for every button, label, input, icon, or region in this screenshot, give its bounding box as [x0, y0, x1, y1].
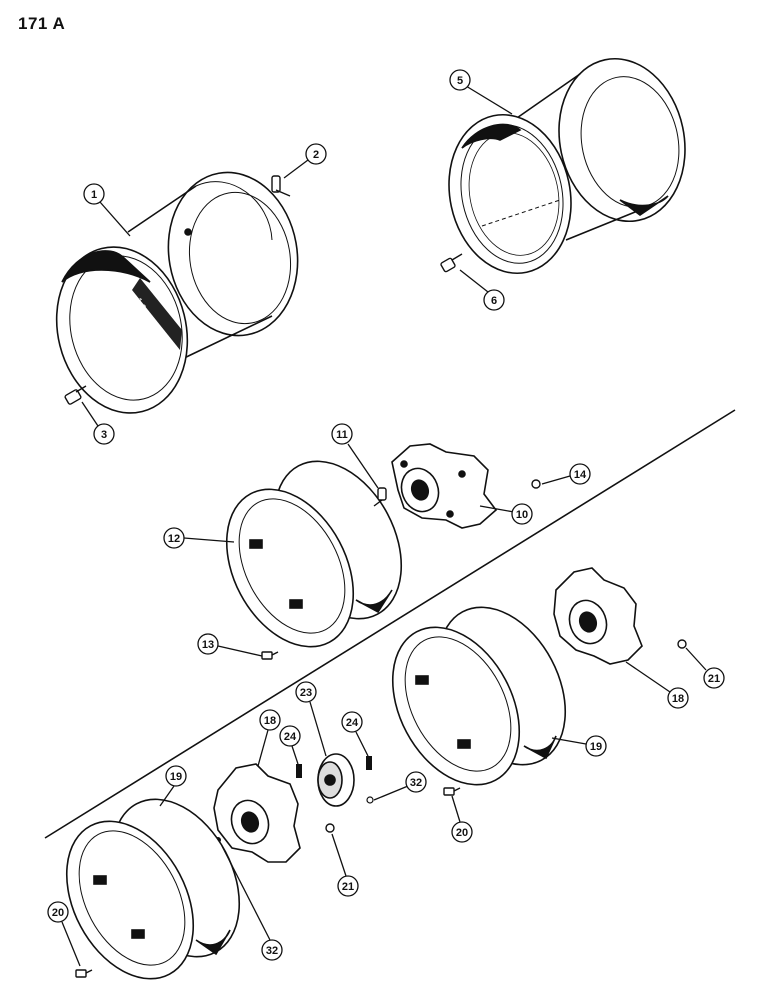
svg-text:13: 13: [202, 639, 214, 651]
callout-3: 3: [81, 401, 115, 445]
hub-23: [317, 753, 355, 807]
rim-band-19-lower: [65, 798, 241, 980]
callout-24-left: 24: [279, 725, 301, 765]
svg-text:12: 12: [168, 533, 180, 545]
bolt-3: [64, 385, 87, 405]
callout-10: 10: [479, 503, 533, 525]
wheel-rim-1: 1 0 5: [55, 171, 299, 414]
callout-11: 11: [331, 423, 379, 489]
svg-text:24: 24: [284, 731, 297, 743]
callout-13: 13: [197, 633, 263, 657]
rim-band-12: [225, 460, 403, 648]
bolt-20-mid: [443, 787, 461, 796]
callout-12: 12: [163, 527, 235, 549]
nut-21-lower: [325, 823, 335, 833]
svg-text:23: 23: [300, 687, 312, 699]
callout-32-mid: 32: [373, 771, 427, 801]
stud-24-left: [296, 764, 302, 778]
callout-20-mid: 20: [451, 795, 473, 843]
divider-line: [44, 409, 736, 839]
svg-text:5: 5: [457, 75, 463, 87]
svg-text:10: 10: [516, 509, 528, 521]
svg-text:11: 11: [336, 429, 348, 441]
nut-14: [531, 479, 541, 489]
svg-text:32: 32: [266, 945, 278, 957]
callout-21-right: 21: [685, 647, 725, 689]
bolt-11: [373, 487, 387, 507]
nut-21-right: [677, 639, 687, 649]
callout-14: 14: [541, 463, 591, 485]
wheel-rim-5: [448, 57, 686, 275]
svg-text:18: 18: [264, 715, 276, 727]
callout-1: 1: [83, 183, 131, 237]
callout-19-right: 19: [551, 735, 607, 757]
svg-text:32: 32: [410, 777, 422, 789]
stud-24-right: [366, 756, 372, 770]
callout-32-lower: 32: [221, 845, 283, 961]
center-disc-18-lower: [213, 763, 301, 863]
svg-text:20: 20: [456, 827, 468, 839]
rim-band-19-right: [391, 606, 567, 786]
svg-text:2: 2: [313, 149, 319, 161]
svg-text:18: 18: [672, 693, 684, 705]
bolt-6: [440, 253, 463, 273]
svg-text:1: 1: [91, 189, 97, 201]
callout-5: 5: [449, 69, 513, 115]
svg-text:3: 3: [101, 429, 107, 441]
callout-20-lower: 20: [47, 901, 81, 967]
callout-18-lower: 18: [257, 709, 281, 767]
bolt-20-lower: [75, 969, 93, 978]
callout-18-right: 18: [625, 661, 689, 709]
svg-text:20: 20: [52, 907, 64, 919]
nut-32-mid: [366, 796, 374, 804]
svg-text:24: 24: [346, 717, 359, 729]
valve-stem: [271, 175, 291, 197]
callout-24-right: 24: [341, 711, 369, 757]
svg-text:21: 21: [342, 881, 354, 893]
center-disc-10: [391, 443, 498, 529]
bolt-13: [261, 651, 279, 660]
svg-text:19: 19: [170, 771, 182, 783]
svg-text:14: 14: [574, 469, 587, 481]
svg-text:19: 19: [590, 741, 602, 753]
callout-23: 23: [295, 681, 327, 757]
callout-21-lower: 21: [331, 833, 359, 897]
callout-19-lower: 19: [159, 765, 187, 807]
page-title: 171 A: [18, 14, 66, 33]
callout-6: 6: [459, 269, 505, 311]
center-disc-18-right: [553, 567, 643, 665]
svg-text:21: 21: [708, 673, 720, 685]
callout-2: 2: [283, 143, 327, 179]
svg-text:6: 6: [491, 295, 497, 307]
